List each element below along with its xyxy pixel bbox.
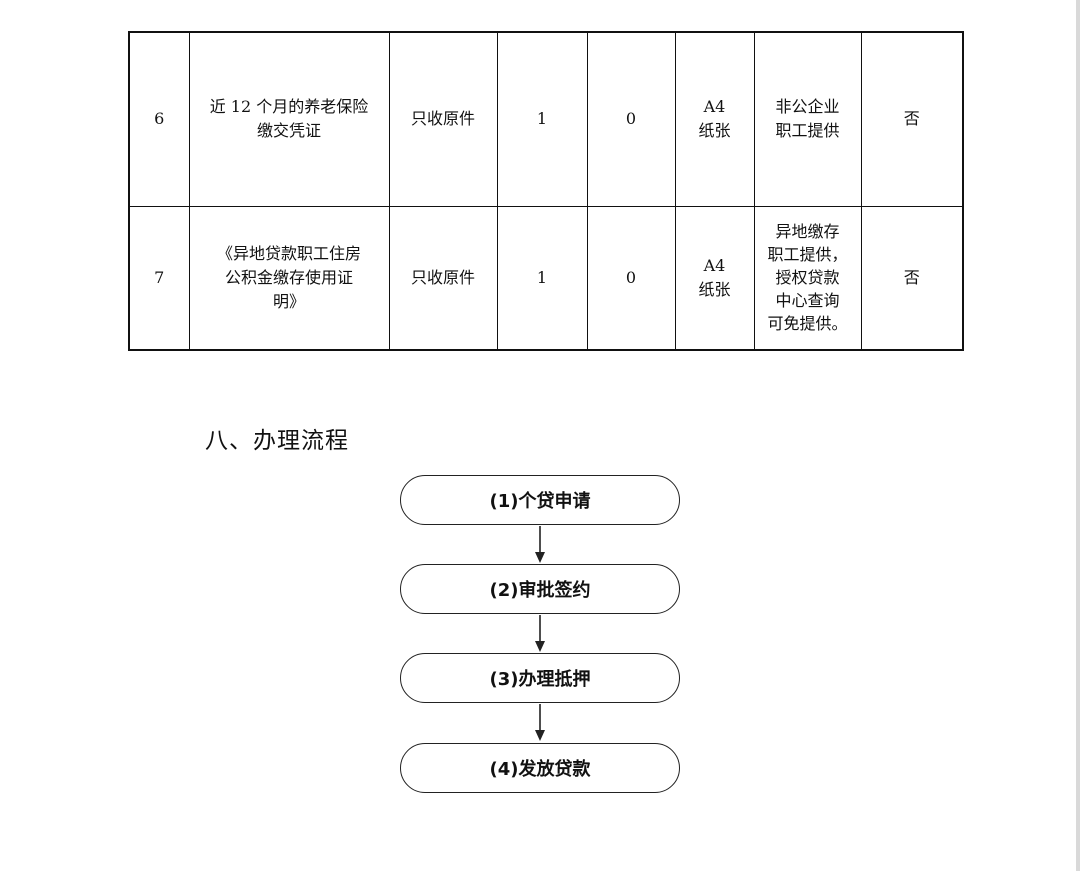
- cell-line: 异地缴存: [775, 222, 840, 242]
- cell-form: 只收原件: [388, 205, 498, 351]
- page-edge: [1076, 0, 1080, 871]
- cell-note: 异地缴存 职工提供， 授权贷款 中心查询 可免提供。: [753, 205, 862, 351]
- cell-line: 公积金缴存使用证: [224, 267, 353, 287]
- flow-step-2: (2)审批签约: [400, 564, 680, 614]
- table-row: 6 近 12 个月的养老保险 缴交凭证 只收原件 1 0 A4 纸张 非公企业 …: [128, 31, 964, 207]
- cell-spec: A4 纸张: [674, 205, 755, 351]
- cell-line: A4: [703, 255, 726, 275]
- cell-line: 纸张: [698, 121, 731, 141]
- cell-line: 纸张: [698, 279, 731, 299]
- cell-line: 中心查询: [775, 291, 840, 311]
- flow-arrow-icon: [535, 615, 545, 652]
- cell-originals: 1: [496, 31, 588, 207]
- cell-no: 6: [128, 31, 190, 207]
- cell-material-name: 近 12 个月的养老保险 缴交凭证: [188, 31, 390, 207]
- materials-table: 6 近 12 个月的养老保险 缴交凭证 只收原件 1 0 A4 纸张 非公企业 …: [128, 31, 964, 351]
- cell-required: 否: [860, 205, 964, 351]
- section-title: 八、办理流程: [205, 428, 349, 454]
- cell-line: 明》: [272, 291, 305, 311]
- cell-line: A4: [703, 97, 726, 117]
- cell-spec: A4 纸张: [674, 31, 755, 207]
- cell-line: 近 12 个月的养老保险: [209, 97, 369, 117]
- cell-line: 非公企业: [775, 97, 840, 117]
- cell-note: 非公企业 职工提供: [753, 31, 862, 207]
- cell-copies: 0: [586, 31, 676, 207]
- cell-line: 职工提供: [775, 121, 840, 141]
- flow-arrow-icon: [535, 526, 545, 563]
- cell-form: 只收原件: [388, 31, 498, 207]
- cell-no: 7: [128, 205, 190, 351]
- cell-required: 否: [860, 31, 964, 207]
- flow-step-4: (4)发放贷款: [400, 743, 680, 793]
- cell-line: 职工提供，: [767, 245, 848, 265]
- table-row: 7 《异地贷款职工住房 公积金缴存使用证 明》 只收原件 1 0 A4 纸张 异…: [128, 205, 964, 351]
- flow-step-1: (1)个贷申请: [400, 475, 680, 525]
- cell-material-name: 《异地贷款职工住房 公积金缴存使用证 明》: [188, 205, 390, 351]
- cell-originals: 1: [496, 205, 588, 351]
- cell-line: 授权贷款: [775, 268, 840, 288]
- cell-copies: 0: [586, 205, 676, 351]
- cell-line: 可免提供。: [767, 314, 848, 334]
- cell-line: 缴交凭证: [256, 121, 321, 141]
- flow-arrow-icon: [535, 704, 545, 741]
- flow-step-3: (3)办理抵押: [400, 653, 680, 703]
- cell-line: 《异地贷款职工住房: [216, 243, 361, 263]
